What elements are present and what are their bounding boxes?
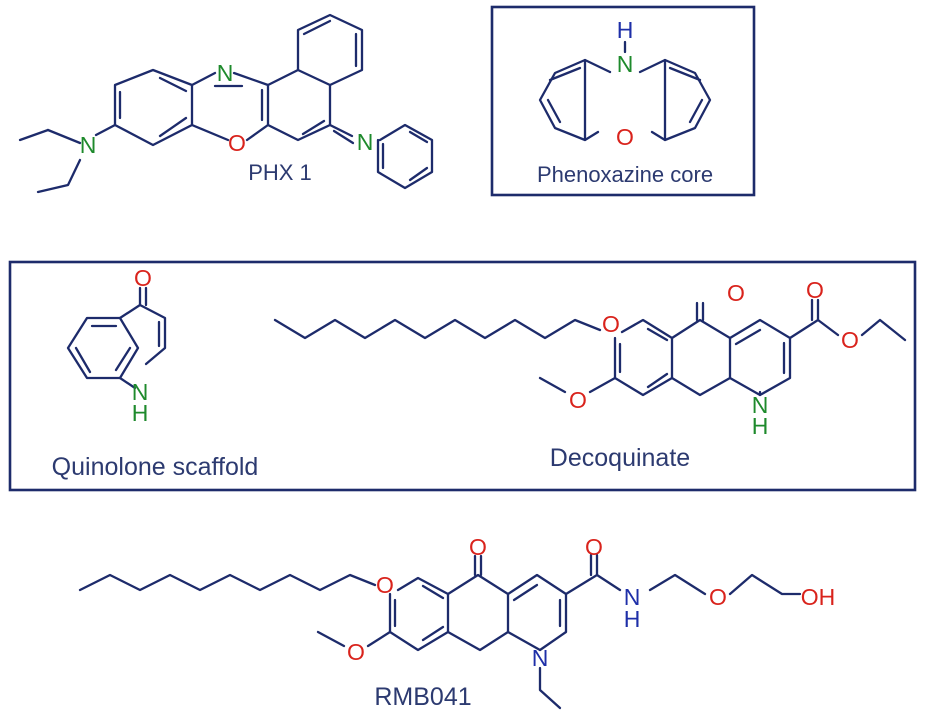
rmb041-atom-h-amide: H	[624, 606, 641, 632]
rmb041-atom-oh: OH	[801, 584, 836, 610]
phenoxazine-structure	[538, 40, 712, 142]
phx1-atom-n-amine: N	[80, 132, 97, 158]
rmb041-atom-n-ring: N	[532, 645, 549, 671]
quinolone-caption: Quinolone scaffold	[52, 453, 259, 481]
decoquinate-atom-o-ether1: O	[602, 311, 620, 337]
quinolone-structure	[66, 286, 167, 390]
quinolone-atom-o: O	[134, 265, 152, 291]
phx1-atom-n-ring: N	[217, 60, 234, 86]
phx1-atom-o-ring: O	[228, 130, 246, 156]
quinolone-atom-n: N	[132, 379, 149, 405]
rmb041-structure	[78, 553, 802, 710]
rmb041-caption: RMB041	[374, 683, 471, 711]
rmb041-atom-o-ketone: O	[469, 534, 487, 560]
phenoxazine-caption: Phenoxazine core	[537, 162, 713, 187]
phenoxazine-atom-h: H	[617, 17, 634, 43]
phenoxazine-atom-o: O	[616, 124, 634, 150]
phx1-caption: PHX 1	[248, 160, 312, 185]
decoquinate-structure	[273, 298, 907, 397]
decoquinate-atom-n: N	[752, 392, 769, 418]
decoquinate-atom-o-ester: O	[841, 327, 859, 353]
decoquinate-atom-o-ketone: O	[727, 280, 745, 306]
phenoxazine-atom-n: N	[617, 51, 634, 77]
rmb041-atom-o-amide: O	[585, 534, 603, 560]
phx1-atom-n-imine: N	[357, 129, 374, 155]
rmb041-atom-o-ether2: O	[347, 639, 365, 665]
rmb041-atom-o-ether3: O	[709, 584, 727, 610]
quinolone-atom-h: H	[132, 400, 149, 426]
decoquinate-caption: Decoquinate	[550, 444, 690, 472]
rmb041-atom-o-ether1: O	[376, 572, 394, 598]
rmb041-atom-n-amide: N	[624, 584, 641, 610]
decoquinate-atom-o-ester-carbonyl: O	[806, 277, 824, 303]
phenoxazine-box	[490, 5, 756, 197]
quinolone-box	[8, 260, 917, 492]
decoquinate-atom-h: H	[752, 413, 769, 439]
decoquinate-atom-o-ether2: O	[569, 387, 587, 413]
phx1-structure	[18, 13, 434, 194]
